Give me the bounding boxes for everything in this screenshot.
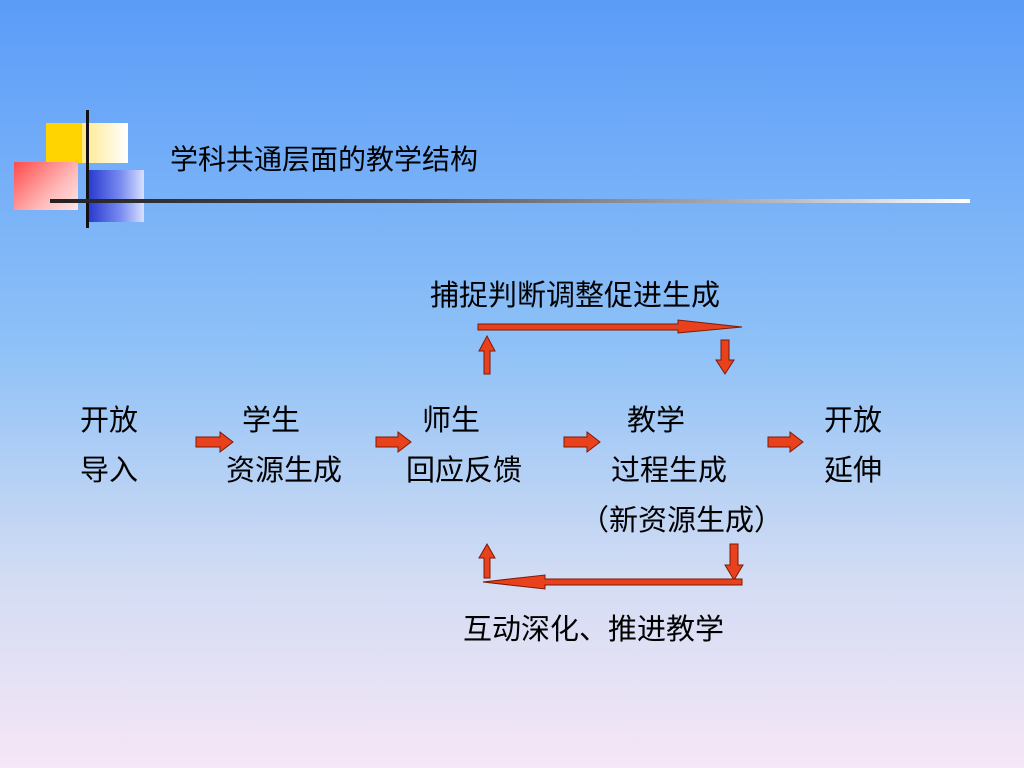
stage-1-line2: 导入 bbox=[80, 453, 139, 487]
bottom-loop-arrow-up bbox=[478, 542, 496, 579]
feedback-top-label: 捕捉判断调整促进生成 bbox=[430, 278, 721, 312]
top-loop-arrow-up bbox=[478, 334, 496, 375]
bottom-loop-arrow-left bbox=[482, 574, 743, 590]
stage-4-line3: （新资源生成） bbox=[580, 503, 784, 537]
page-title: 学科共通层面的教学结构 bbox=[170, 143, 479, 176]
logo-blue-square bbox=[86, 170, 144, 222]
title-underline bbox=[50, 199, 970, 203]
flow-arrow-right-1 bbox=[195, 430, 234, 454]
flow-arrow-right-2 bbox=[375, 430, 412, 454]
logo-yellow-fade bbox=[82, 123, 128, 163]
stage-2-line2: 资源生成 bbox=[226, 453, 343, 487]
flow-arrow-right-4 bbox=[767, 430, 804, 454]
logo-yellow-square bbox=[46, 123, 82, 163]
logo-vertical-line bbox=[86, 110, 89, 228]
top-loop-arrow-down bbox=[715, 339, 735, 375]
stage-3-line1: 师生 bbox=[422, 403, 481, 437]
stage-4-line2: 过程生成 bbox=[611, 453, 728, 487]
bottom-loop-arrow-down bbox=[724, 543, 744, 581]
stage-4-line1: 教学 bbox=[627, 403, 686, 437]
stage-2-line1: 学生 bbox=[242, 403, 301, 437]
stage-1-line1: 开放 bbox=[80, 403, 139, 437]
stage-5-line1: 开放 bbox=[824, 403, 883, 437]
stage-3-line2: 回应反馈 bbox=[406, 453, 523, 487]
top-loop-arrow-right bbox=[477, 319, 743, 334]
flow-arrow-right-3 bbox=[563, 430, 601, 454]
feedback-bottom-label: 互动深化、推进教学 bbox=[463, 612, 725, 646]
stage-5-line2: 延伸 bbox=[824, 453, 883, 487]
